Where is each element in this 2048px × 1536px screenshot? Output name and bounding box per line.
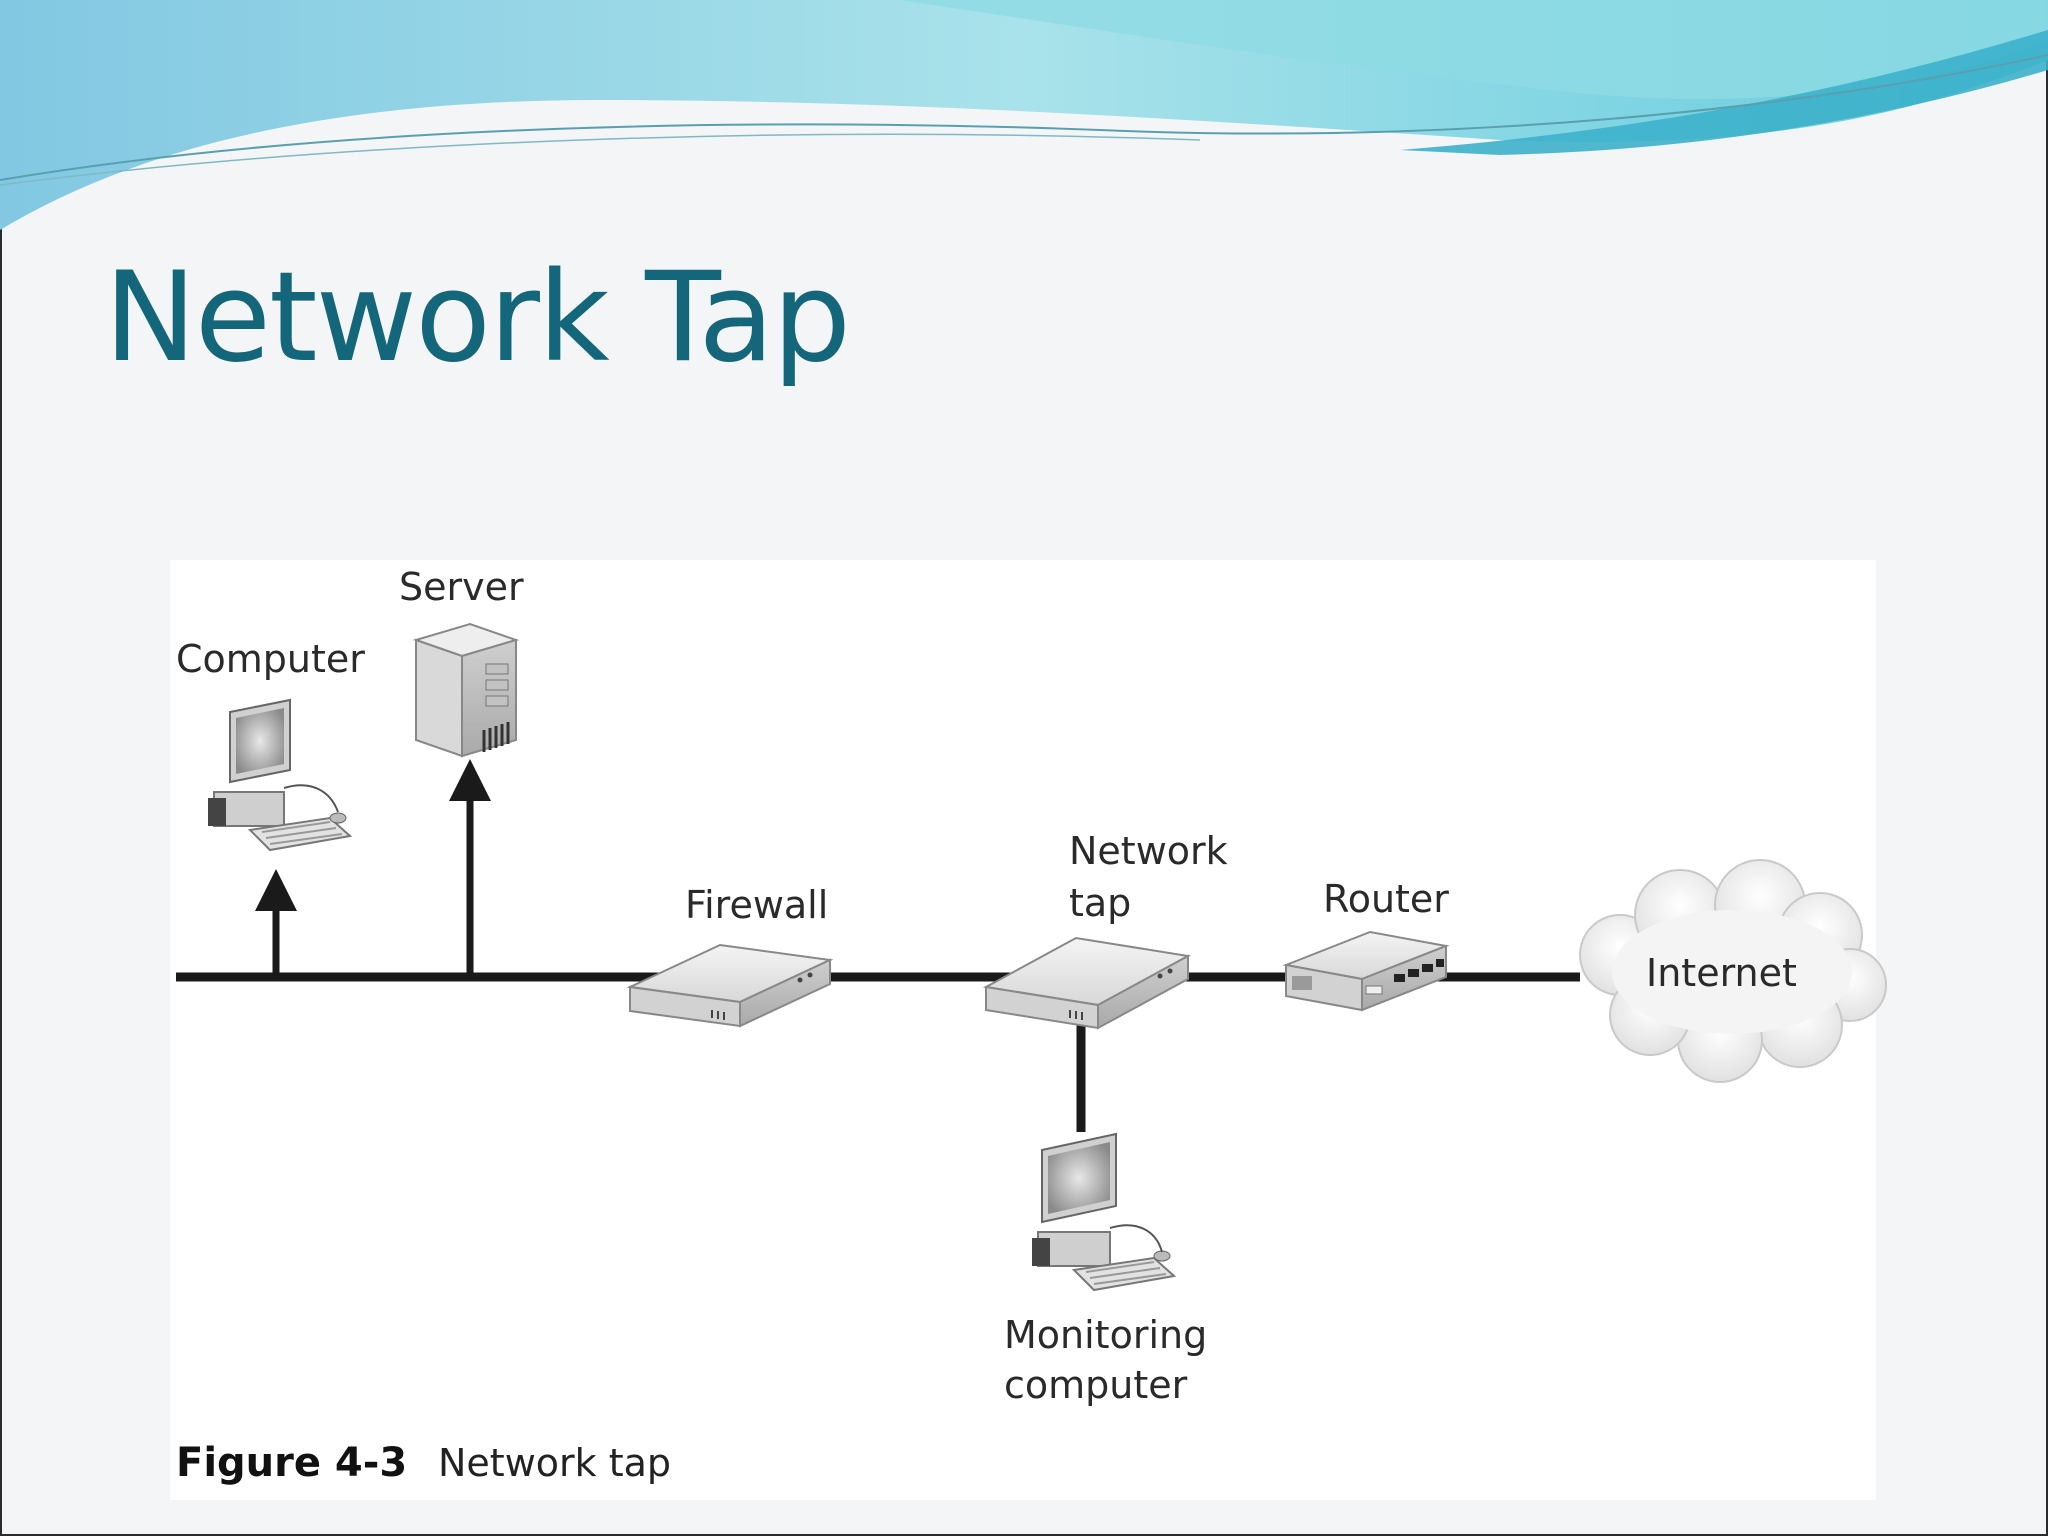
- computer-label: Computer: [176, 637, 365, 681]
- header-wave-banner: [0, 0, 2048, 230]
- slide-title: Network Tap: [104, 246, 851, 390]
- figure-caption-number: Figure 4-3: [176, 1440, 407, 1486]
- monitoring-computer-icon: [1032, 1132, 1177, 1292]
- router-icon: [1282, 930, 1450, 1012]
- router-label: Router: [1323, 877, 1449, 921]
- firewall-label: Firewall: [685, 883, 828, 927]
- monitoring-label-line1: Monitoring: [1004, 1313, 1207, 1357]
- network-tap-icon: [982, 936, 1192, 1030]
- network-tap-label-line1: Network: [1069, 829, 1228, 873]
- server-icon: [412, 622, 520, 758]
- figure-caption-text: Network tap: [438, 1441, 671, 1485]
- server-label: Server: [399, 565, 524, 609]
- network-tap-label-line2: tap: [1069, 881, 1131, 925]
- monitoring-label-line2: computer: [1004, 1363, 1188, 1407]
- firewall-icon: [626, 943, 834, 1028]
- internet-label: Internet: [1646, 951, 1797, 995]
- computer-icon: [208, 698, 353, 852]
- internet-cloud-icon: [1579, 859, 1887, 1083]
